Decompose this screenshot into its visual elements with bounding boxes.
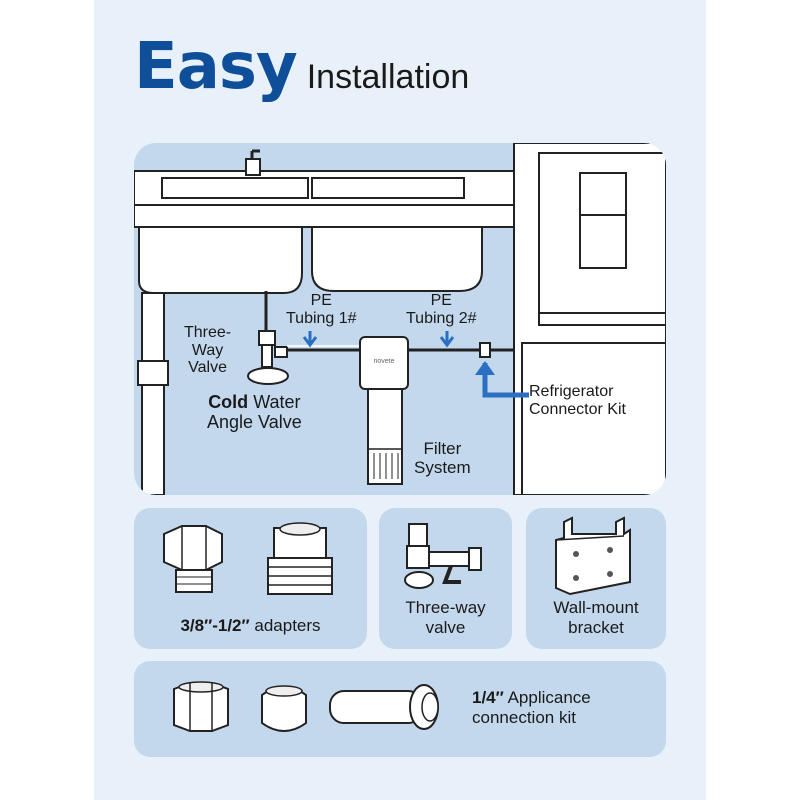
tubing1-arrow	[302, 331, 318, 348]
card-connection-kit: 1/4″ Applicance connection kit	[134, 661, 666, 757]
tubing2-arrow	[439, 331, 455, 348]
title-rest: Installation	[306, 58, 470, 96]
label-refrigerator-connector-kit: Refrigerator Connector Kit	[529, 383, 626, 418]
label-tubing1: PE Tubing 1#	[286, 292, 357, 327]
filter-brand: novete	[373, 358, 394, 365]
label-cold-water-angle-valve: Cold Water Angle Valve	[207, 392, 302, 432]
connector-fitting	[479, 342, 491, 358]
card-three-way-valve: Three-way valve	[379, 508, 512, 649]
drain-pipe	[141, 292, 165, 495]
sink-basin-left	[138, 226, 303, 294]
tube-insert-icon	[329, 690, 423, 724]
installation-diagram: novete	[134, 143, 666, 495]
label-three-way-valve-part: Three-way valve	[405, 598, 486, 637]
three-way-valve-illustration	[404, 523, 482, 589]
adapters-illustration	[163, 522, 333, 595]
label-tubing2: PE Tubing 2#	[406, 292, 477, 327]
title-bold-word: Easy	[134, 30, 298, 104]
label-wall-mount-bracket: Wall-mount bracket	[553, 598, 639, 637]
hex-adapter-icon	[163, 525, 223, 571]
bracket-illustration	[555, 516, 631, 596]
valve-icon	[408, 523, 428, 547]
water-dispenser	[579, 172, 627, 269]
card-wall-mount-bracket: Wall-mount bracket	[526, 508, 666, 649]
card-adapters: 3/8″-1/2″ adapters	[134, 508, 367, 649]
bracket-icon	[555, 516, 631, 596]
installation-illustration: novete	[134, 143, 666, 495]
label-connection-kit: 1/4″ Applicance connection kit	[472, 688, 591, 727]
label-adapters: 3/8″-1/2″ adapters	[180, 616, 321, 635]
three-way-valve-body	[258, 330, 276, 346]
label-filter-system: Filter System	[414, 439, 471, 477]
angle-valve-handle	[247, 367, 289, 385]
connection-kit-illustration	[173, 681, 439, 732]
refrigerator-lower-drawer	[521, 342, 666, 495]
label-three-way-valve: Three- Way Valve	[184, 324, 232, 377]
sink-basin-right	[311, 226, 483, 292]
filter-housing	[367, 388, 403, 485]
